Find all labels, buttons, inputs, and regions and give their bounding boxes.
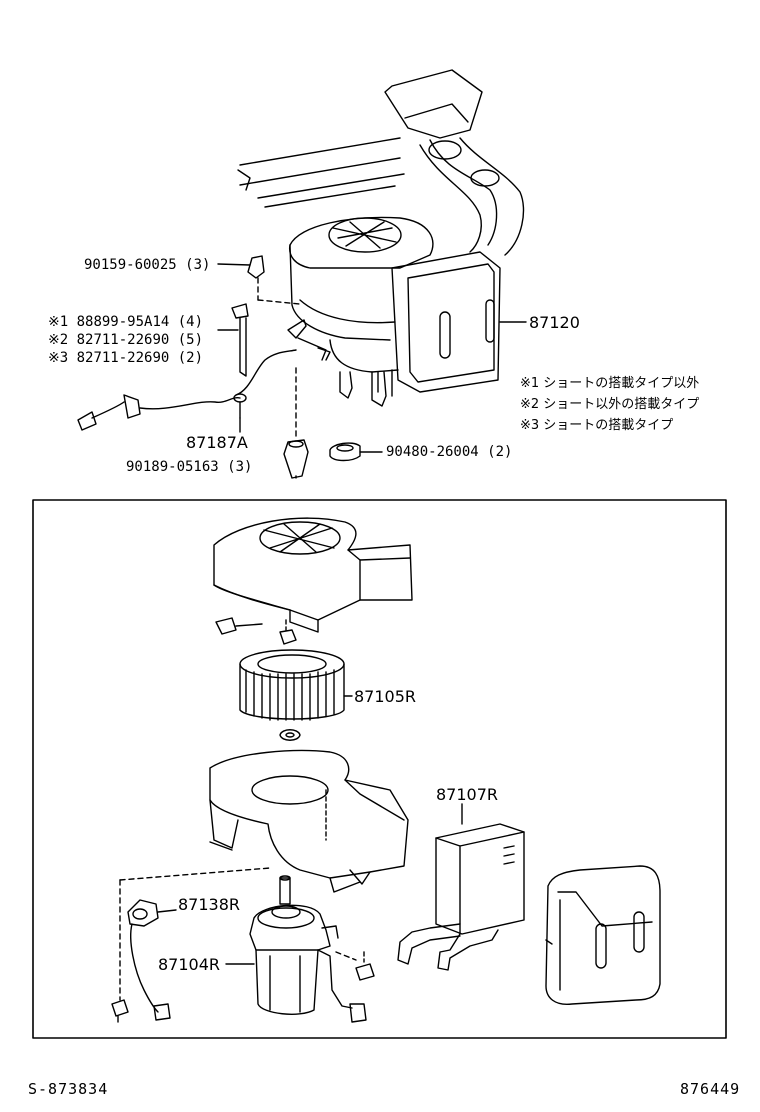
- label-87187A: 87187A: [186, 433, 248, 452]
- exploded-detail-frame: [32, 499, 727, 1039]
- dashed-assembly-lines-bottom: [119, 867, 357, 1001]
- blower-assembly-87120: [288, 216, 501, 407]
- resistor-87138R: [127, 899, 177, 1021]
- label-clamp-note2: ※2 82711-22690 (5): [48, 332, 204, 348]
- blower-fan-87105R: [239, 649, 353, 721]
- blower-motor-87104R: [249, 875, 367, 1023]
- heater-core-87107R: [397, 823, 525, 971]
- fasteners-and-clamps-top: [231, 255, 361, 479]
- note-1: ※1 ショートの搭載タイプ以外: [520, 376, 700, 391]
- dashboard-frame-lines: [237, 137, 405, 208]
- wire-harness-87187A: [77, 347, 331, 431]
- screws-bottom: [111, 951, 375, 1023]
- leader-lines-bottom: [225, 803, 463, 965]
- label-87107R: 87107R: [436, 785, 499, 804]
- label-87138R: 87138R: [178, 895, 241, 914]
- label-90159-60025: 90159-60025 (3): [84, 257, 211, 273]
- heater-cover: [545, 865, 661, 1005]
- bolts-and-nuts-mid: [215, 617, 301, 741]
- footer-right-code: 876449: [680, 1080, 741, 1098]
- label-87120: 87120: [529, 313, 580, 332]
- note-3: ※3 ショートの搭載タイプ: [520, 418, 674, 433]
- label-87105R: 87105R: [354, 687, 417, 706]
- leader-lines-top: [217, 263, 527, 479]
- upper-blower-case: [213, 517, 413, 633]
- lower-blower-case: [209, 749, 409, 893]
- air-duct-pipes: [384, 69, 525, 256]
- label-clamp-note3: ※3 82711-22690 (2): [48, 350, 204, 366]
- label-clamp-note1: ※1 88899-95A14 (4): [48, 314, 204, 330]
- label-87104R: 87104R: [158, 955, 221, 974]
- note-2: ※2 ショート以外の搭載タイプ: [520, 397, 700, 412]
- label-90189-05163: 90189-05163 (3): [126, 459, 253, 475]
- footer-left-code: S-873834: [28, 1080, 109, 1098]
- label-90480-26004: 90480-26004 (2): [386, 444, 513, 460]
